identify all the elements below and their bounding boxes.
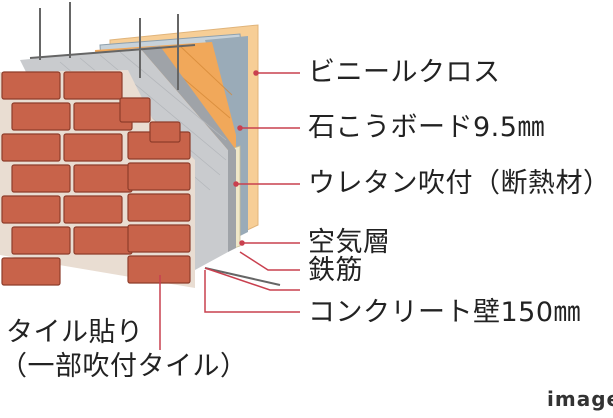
label-vinyl-cloth: ビニールクロス: [308, 57, 501, 88]
brick: [11, 226, 71, 255]
label-air-layer: 空気層: [308, 227, 391, 258]
concrete-edge: [140, 46, 236, 252]
label-rebar: 鉄筋: [308, 255, 363, 286]
brick: [73, 226, 133, 255]
brick: [127, 255, 191, 284]
label-gypsum-board: 石こうボード9.5㎜: [308, 112, 545, 143]
brick: [127, 162, 191, 191]
rebar-group: [29, 2, 281, 286]
label-tile-line2: （一部吹付タイル）: [0, 351, 248, 382]
label-urethane: ウレタン吹付（断熱材）: [308, 168, 611, 199]
label-tile-line1: タイル貼り: [6, 317, 144, 348]
brick: [63, 133, 123, 162]
brick-tiles: [0, 70, 195, 288]
image-note: image: [547, 387, 613, 411]
brick: [63, 71, 123, 100]
brick: [127, 193, 191, 222]
brick: [11, 102, 71, 131]
brick: [1, 257, 61, 286]
label-concrete-wall: コンクリート壁150㎜: [308, 297, 582, 328]
brick: [1, 195, 61, 224]
brick: [1, 71, 61, 100]
brick: [119, 97, 151, 123]
brick: [73, 164, 133, 193]
brick: [63, 195, 123, 224]
brick: [149, 121, 181, 143]
brick: [1, 133, 61, 162]
brick: [127, 224, 191, 253]
brick: [11, 164, 71, 193]
leader-lines: [159, 70, 300, 350]
